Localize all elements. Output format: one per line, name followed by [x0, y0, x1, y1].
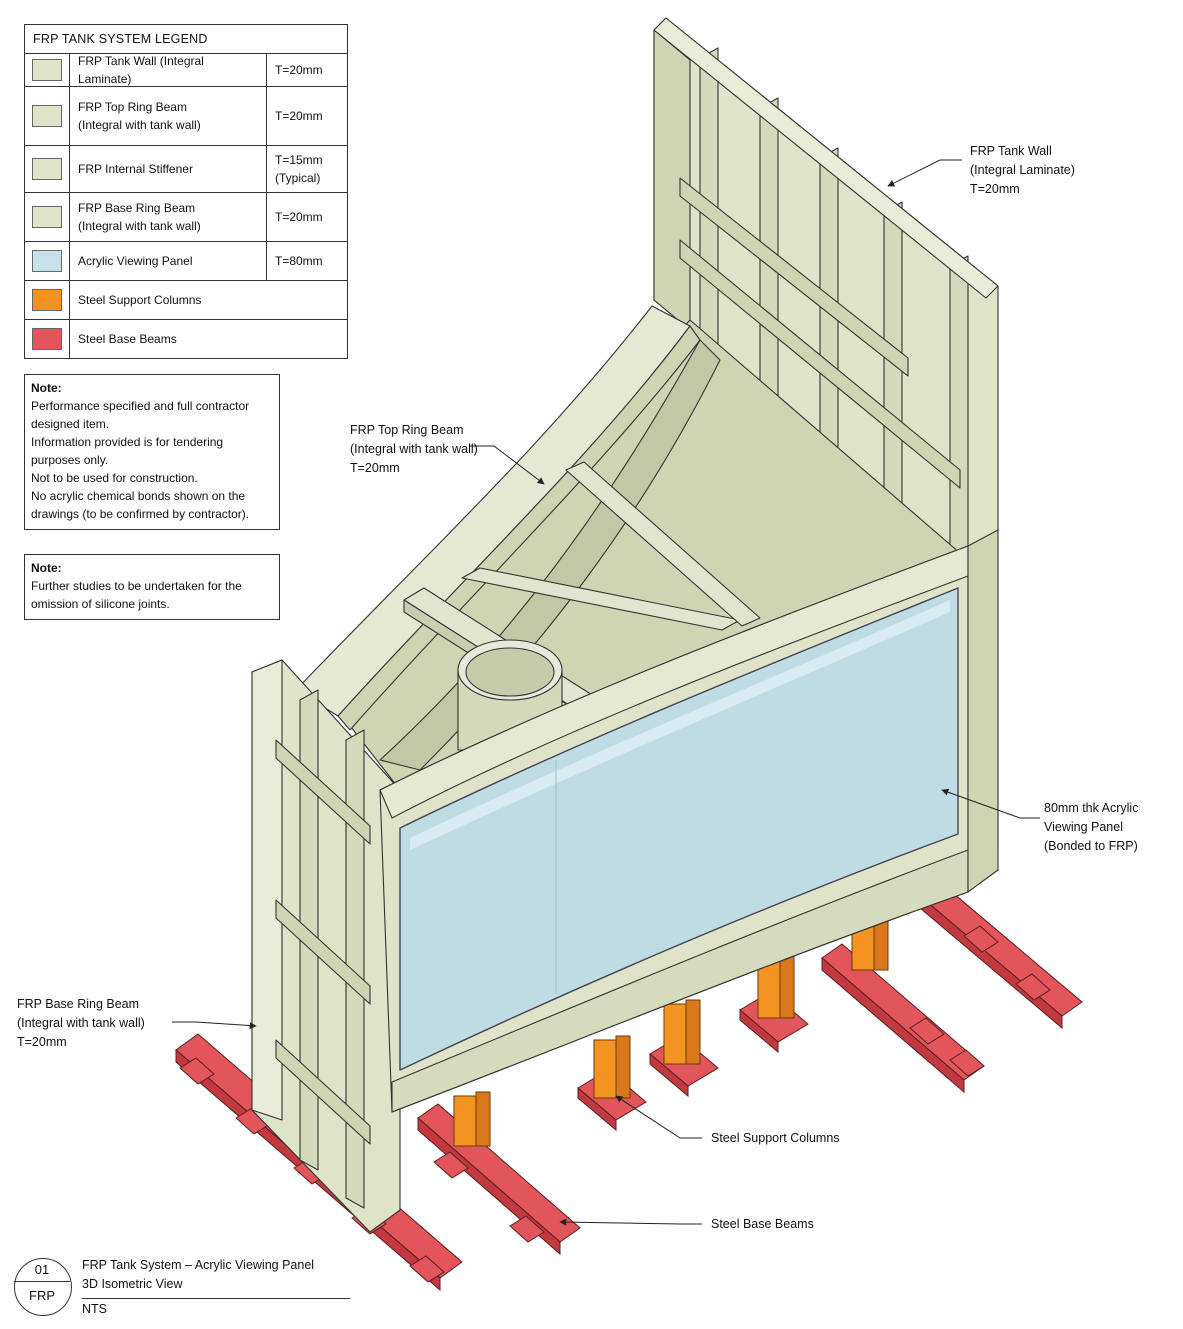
- legend-swatch: [32, 105, 62, 127]
- legend-row: FRP Top Ring Beam (Integral with tank wa…: [25, 87, 347, 146]
- legend-swatch: [32, 328, 62, 350]
- legend-table: FRP TANK SYSTEM LEGEND FRP Tank Wall (In…: [24, 24, 348, 359]
- legend-thickness: T=20mm: [266, 54, 347, 86]
- callout-line: FRP Base Ring Beam: [17, 997, 140, 1011]
- frp-tank: [251, 17, 999, 1233]
- legend-row: Acrylic Viewing Panel T=80mm: [25, 242, 347, 281]
- legend-thickness: T=20mm: [266, 193, 347, 241]
- drawing-title: FRP Tank System – Acrylic Viewing Panel …: [82, 1256, 314, 1294]
- drawing-number-circle: [14, 1258, 72, 1316]
- legend-row: FRP Base Ring Beam (Integral with tank w…: [25, 193, 347, 242]
- legend-row: FRP Tank Wall (Integral Laminate) T=20mm: [25, 54, 347, 87]
- callout-steel-beams: Steel Base Beams: [711, 1215, 814, 1234]
- note-line: purposes only.: [31, 453, 109, 467]
- steel-support-column: [453, 1095, 477, 1147]
- legend-swatch: [32, 158, 62, 180]
- title-block: 01 FRP FRP Tank System – Acrylic Viewing…: [14, 1254, 354, 1318]
- callout-line: FRP Top Ring Beam: [350, 423, 464, 437]
- legend-label: Acrylic Viewing Panel: [78, 254, 193, 268]
- frp-internal-stiffener: [565, 461, 761, 627]
- drawing-number-divider: [14, 1281, 70, 1282]
- steel-support-column: [593, 1039, 617, 1099]
- note-line: Information provided is for tendering: [31, 435, 224, 449]
- drawing-title-line: 3D Isometric View: [82, 1277, 183, 1291]
- callout-line: (Integral with tank wall): [350, 442, 478, 456]
- callout-line: T=20mm: [17, 1035, 67, 1049]
- note-title: Note:: [31, 561, 62, 575]
- drawing-scale: NTS: [82, 1302, 107, 1316]
- legend-row: Steel Support Columns: [25, 281, 347, 320]
- legend-thickness: T=15mm (Typical): [266, 146, 347, 192]
- legend-swatch: [32, 206, 62, 228]
- callout-top-ring-beam: FRP Top Ring Beam (Integral with tank wa…: [350, 421, 478, 478]
- callout-line: Steel Base Beams: [711, 1217, 814, 1231]
- note-line: No acrylic chemical bonds shown on the: [31, 489, 246, 503]
- legend-row: FRP Internal Stiffener T=15mm (Typical): [25, 146, 347, 193]
- legend-thickness: T=20mm: [266, 87, 347, 145]
- callout-steel-columns: Steel Support Columns: [711, 1129, 840, 1148]
- callout-tank-wall: FRP Tank Wall (Integral Laminate) T=20mm: [970, 142, 1075, 199]
- legend-swatch-cell: [25, 193, 70, 241]
- callout-line: Viewing Panel: [1044, 820, 1123, 834]
- note-line: omission of silicone joints.: [31, 597, 170, 611]
- callout-line: Steel Support Columns: [711, 1131, 840, 1145]
- note-title: Note:: [31, 381, 62, 395]
- title-rule: [82, 1298, 350, 1299]
- legend-swatch: [32, 289, 62, 311]
- legend-swatch: [32, 59, 62, 81]
- drawing-title-line: FRP Tank System – Acrylic Viewing Panel: [82, 1258, 315, 1272]
- acrylic-viewing-panel: [399, 587, 959, 1071]
- callout-line: T=20mm: [970, 182, 1020, 196]
- callout-line: (Integral with tank wall): [17, 1016, 145, 1030]
- callout-line: FRP Tank Wall: [970, 144, 1052, 158]
- legend-swatch-cell: [25, 87, 70, 145]
- callout-line: (Bonded to FRP): [1044, 839, 1138, 853]
- note-line: designed item.: [31, 417, 110, 431]
- drawing-code: FRP: [29, 1288, 55, 1303]
- callout-line: T=20mm: [350, 461, 400, 475]
- legend-row: Steel Base Beams: [25, 320, 347, 358]
- note-line: Not to be used for construction.: [31, 471, 198, 485]
- legend-label: Steel Support Columns: [78, 293, 202, 307]
- legend-label: FRP Base Ring Beam (Integral with tank w…: [78, 201, 201, 233]
- note-box-silicone: Note: Further studies to be undertaken f…: [24, 554, 280, 620]
- legend-swatch-cell: [25, 242, 70, 280]
- legend-swatch-cell: [25, 320, 70, 358]
- steel-base-beam: [417, 1103, 581, 1243]
- leader-lines: [172, 159, 1040, 1226]
- legend-thickness: T=80mm: [266, 242, 347, 280]
- legend-title: FRP TANK SYSTEM LEGEND: [25, 25, 347, 54]
- note-line: Performance specified and full contracto…: [31, 399, 250, 413]
- legend-swatch-cell: [25, 146, 70, 192]
- callout-acrylic-panel: 80mm thk Acrylic Viewing Panel (Bonded t…: [1044, 799, 1138, 856]
- callout-base-ring-beam: FRP Base Ring Beam (Integral with tank w…: [17, 995, 145, 1052]
- legend-swatch-cell: [25, 281, 70, 319]
- legend-swatch: [32, 250, 62, 272]
- legend-label: FRP Tank Wall (Integral Laminate): [78, 54, 204, 86]
- legend-swatch-cell: [25, 54, 70, 86]
- steel-support-column: [663, 1003, 687, 1065]
- note-box-general: Note: Performance specified and full con…: [24, 374, 280, 530]
- steel-base-beam: [919, 881, 1083, 1017]
- legend-label: Steel Base Beams: [78, 332, 177, 346]
- callout-line: 80mm thk Acrylic: [1044, 801, 1139, 815]
- legend-label: FRP Internal Stiffener: [78, 162, 193, 176]
- legend-label: FRP Top Ring Beam (Integral with tank wa…: [78, 100, 201, 132]
- note-line: drawings (to be confirmed by contractor)…: [31, 507, 250, 521]
- drawing-number: 01: [34, 1262, 50, 1277]
- note-line: Further studies to be undertaken for the: [31, 579, 242, 593]
- callout-line: (Integral Laminate): [970, 163, 1075, 177]
